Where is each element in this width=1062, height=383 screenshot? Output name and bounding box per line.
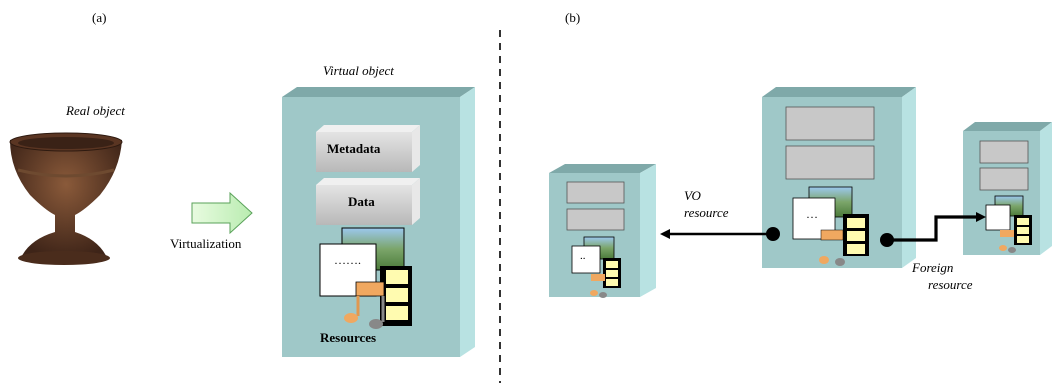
vo-box-right	[963, 122, 1052, 255]
metadata-label: Metadata	[327, 141, 381, 156]
foreign-resource-label-line1: Foreign	[912, 260, 954, 275]
middle-resources-cluster	[792, 186, 869, 266]
vo-resource-label-line1: VO	[684, 188, 701, 203]
panel-b-caption: (b)	[565, 10, 581, 25]
metadata-slot	[316, 125, 420, 172]
doc-text: …….	[334, 253, 361, 267]
left-resources-cluster	[571, 236, 621, 298]
virtualization-label: Virtualization	[170, 236, 242, 251]
foreign-resource-label-line2: resource	[928, 277, 973, 292]
real-object-label: Real object	[66, 103, 125, 118]
resources-cluster	[319, 227, 412, 329]
vo-resource-label-line2: resource	[684, 205, 729, 220]
data-slot	[316, 178, 420, 225]
middle-doc-text: …	[806, 207, 818, 221]
right-resources-cluster	[985, 195, 1032, 253]
vo-box-left	[549, 164, 656, 298]
vo-resource-link	[660, 227, 780, 241]
real-object-vase-image	[9, 132, 123, 265]
foreign-resource-link	[880, 212, 986, 247]
left-doc-text: ..	[580, 250, 586, 262]
panel-a-caption: (a)	[92, 10, 107, 25]
virtual-object-label: Virtual object	[323, 63, 394, 78]
data-label: Data	[348, 194, 375, 209]
virtualization-arrow	[191, 191, 253, 235]
virtual-object-box	[282, 87, 475, 357]
vo-box-middle	[762, 87, 916, 268]
resources-label: Resources	[320, 330, 377, 345]
